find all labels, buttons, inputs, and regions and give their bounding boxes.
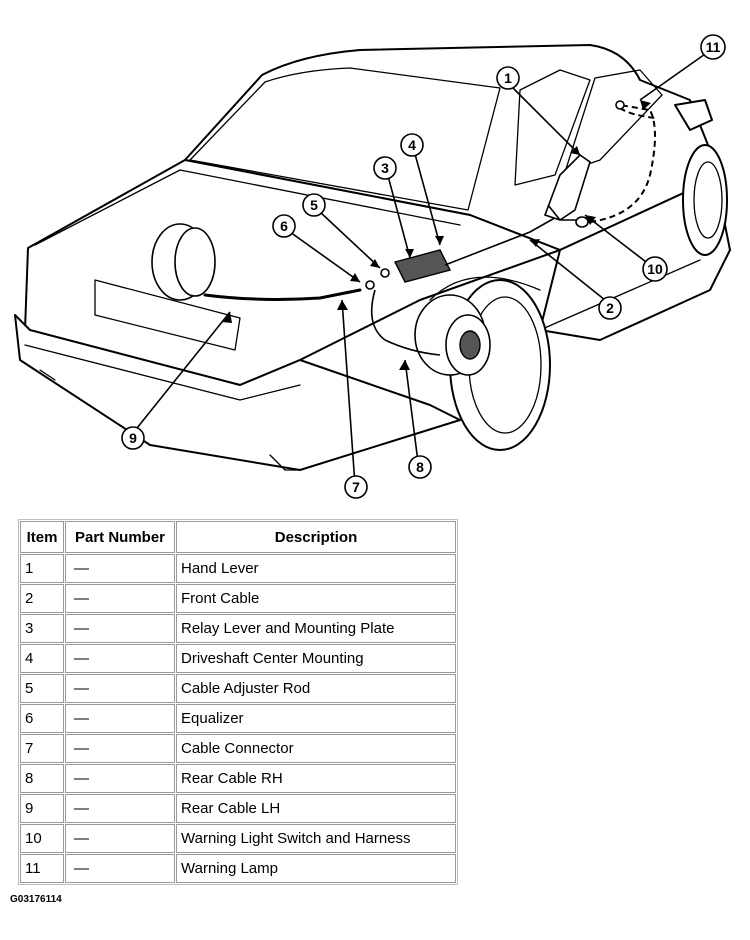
callout-10: 10 <box>642 256 668 282</box>
cell-description: Relay Lever and Mounting Plate <box>176 614 456 643</box>
cell-item: 3 <box>20 614 64 643</box>
parts-table: Item Part Number Description 1 — Hand Le… <box>18 519 458 885</box>
callout-5: 5 <box>302 193 326 217</box>
cell-description: Warning Light Switch and Harness <box>176 824 456 853</box>
cell-description: Warning Lamp <box>176 854 456 883</box>
cell-part-number: — <box>65 854 175 883</box>
callout-7-label: 7 <box>352 479 360 495</box>
cell-item: 6 <box>20 704 64 733</box>
cell-description: Hand Lever <box>176 554 456 583</box>
cell-part-number: — <box>65 674 175 703</box>
table-row: 7 — Cable Connector <box>20 734 456 763</box>
cell-description: Cable Connector <box>176 734 456 763</box>
callout-2-label: 2 <box>606 300 614 316</box>
callout-8-label: 8 <box>416 459 424 475</box>
cell-description: Cable Adjuster Rod <box>176 674 456 703</box>
table-row: 4 — Driveshaft Center Mounting <box>20 644 456 673</box>
callout-1: 1 <box>496 66 520 90</box>
table-row: 11 — Warning Lamp <box>20 854 456 883</box>
callout-1-label: 1 <box>504 70 512 86</box>
callout-6: 6 <box>272 214 296 238</box>
cell-item: 8 <box>20 764 64 793</box>
callout-2: 2 <box>598 296 622 320</box>
cell-item: 9 <box>20 794 64 823</box>
table-row: 5 — Cable Adjuster Rod <box>20 674 456 703</box>
table-row: 1 — Hand Lever <box>20 554 456 583</box>
callout-6-label: 6 <box>280 218 288 234</box>
brake-components <box>151 100 656 376</box>
cell-description: Rear Cable RH <box>176 764 456 793</box>
cell-item: 11 <box>20 854 64 883</box>
cell-part-number: — <box>65 554 175 583</box>
table-row: 10 — Warning Light Switch and Harness <box>20 824 456 853</box>
cell-description: Rear Cable LH <box>176 794 456 823</box>
arrowheads <box>222 100 651 370</box>
header-description: Description <box>176 521 456 553</box>
cell-part-number: — <box>65 824 175 853</box>
callout-7: 7 <box>344 475 368 499</box>
header-item: Item <box>20 521 64 553</box>
cell-part-number: — <box>65 794 175 823</box>
cell-part-number: — <box>65 734 175 763</box>
leader-lines <box>132 51 709 486</box>
cell-description: Driveshaft Center Mounting <box>176 644 456 673</box>
callout-4-label: 4 <box>408 137 416 153</box>
table-row: 2 — Front Cable <box>20 584 456 613</box>
table-row: 3 — Relay Lever and Mounting Plate <box>20 614 456 643</box>
cell-item: 10 <box>20 824 64 853</box>
callout-10-label: 10 <box>647 261 663 277</box>
cell-item: 7 <box>20 734 64 763</box>
table-row: 8 — Rear Cable RH <box>20 764 456 793</box>
cell-part-number: — <box>65 584 175 613</box>
cell-description: Equalizer <box>176 704 456 733</box>
figure-id: G03176114 <box>10 894 62 905</box>
cell-item: 4 <box>20 644 64 673</box>
table-row: 9 — Rear Cable LH <box>20 794 456 823</box>
callout-8: 8 <box>408 455 432 479</box>
callout-9-label: 9 <box>129 430 137 446</box>
table-body: 1 — Hand Lever 2 — Front Cable 3 — Relay… <box>20 554 456 883</box>
callout-9: 9 <box>121 426 145 450</box>
callout-3-label: 3 <box>381 160 389 176</box>
table-row: 6 — Equalizer <box>20 704 456 733</box>
header-part-number: Part Number <box>65 521 175 553</box>
callout-4: 4 <box>400 133 424 157</box>
cell-part-number: — <box>65 704 175 733</box>
callout-11: 11 <box>700 34 726 60</box>
table-header-row: Item Part Number Description <box>20 521 456 553</box>
cell-item: 1 <box>20 554 64 583</box>
callout-5-label: 5 <box>310 197 318 213</box>
cell-item: 2 <box>20 584 64 613</box>
parking-brake-diagram: 1 2 3 4 5 6 7 8 9 10 11 <box>14 34 731 499</box>
cell-part-number: — <box>65 764 175 793</box>
cell-part-number: — <box>65 644 175 673</box>
cell-item: 5 <box>20 674 64 703</box>
callout-11-label: 11 <box>706 39 721 55</box>
cell-description: Front Cable <box>176 584 456 613</box>
cell-part-number: — <box>65 614 175 643</box>
callout-3: 3 <box>373 156 397 180</box>
